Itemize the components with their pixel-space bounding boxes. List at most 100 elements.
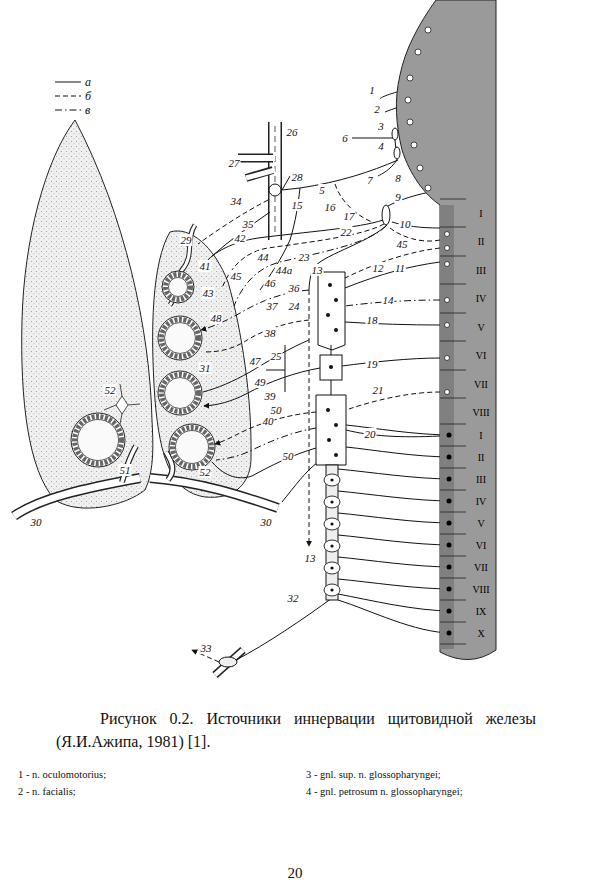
sympathetic-trunk <box>324 474 340 486</box>
blood-vessel <box>275 126 276 236</box>
segment-numeral: I <box>478 430 483 441</box>
nerve-fibre <box>201 290 309 330</box>
legend-letter: б <box>85 90 91 102</box>
blood-vessel <box>14 478 140 516</box>
callout-number: 49 <box>254 376 267 388</box>
nerve-fibre <box>266 345 285 392</box>
follicle <box>71 413 125 467</box>
legend-line-sample <box>55 93 81 99</box>
nerve-fibre <box>215 412 316 444</box>
segment-numeral: III <box>475 474 487 485</box>
segment-numeral: VI <box>475 540 488 551</box>
brainstem-spinal-cord <box>445 246 450 251</box>
callout-number: 15 <box>291 199 304 211</box>
callout-number: 42 <box>234 232 247 244</box>
nerve-fibre <box>345 248 440 278</box>
brainstem-spinal-cord <box>405 27 450 395</box>
nerve-fibre <box>282 160 398 190</box>
callout-number: 33 <box>200 642 213 654</box>
nerve-fibre <box>338 579 452 589</box>
callout-number: 45 <box>396 238 409 250</box>
nerve-fibre <box>335 184 372 222</box>
callout-number: 35 <box>242 218 255 230</box>
brainstem-spinal-cord <box>440 313 466 314</box>
callout-number: 50 <box>282 450 295 462</box>
nerve-fibre <box>212 212 270 256</box>
follicle <box>176 431 209 464</box>
brainstem-spinal-cord <box>440 490 466 491</box>
thyroid-lobe <box>22 120 251 508</box>
segment-numeral: II <box>477 452 486 463</box>
follicle <box>78 420 119 461</box>
brainstem-spinal-cord <box>440 644 466 645</box>
follicle <box>162 271 194 303</box>
callout-number: 7 <box>366 174 374 186</box>
nerve-fibre <box>212 448 316 478</box>
brainstem-spinal-cord <box>447 631 452 636</box>
brainstem-spinal-cord <box>440 398 466 399</box>
nerve-fibre <box>234 226 386 306</box>
nerve-fibre <box>352 138 394 139</box>
follicle <box>169 424 215 470</box>
brainstem-spinal-cord <box>405 97 411 103</box>
legend-line-sample <box>55 82 81 83</box>
brainstem-spinal-cord <box>440 578 466 579</box>
segment-numeral: II <box>477 236 486 247</box>
page-number: 20 <box>288 865 303 882</box>
callout-number: 1 <box>368 84 376 96</box>
brainstem-spinal-cord <box>440 205 454 649</box>
brainstem-spinal-cord <box>447 477 452 482</box>
brainstem-spinal-cord <box>440 256 466 257</box>
sympathetic-trunk <box>330 566 333 569</box>
callout-number: 46 <box>264 277 277 289</box>
brainstem-spinal-cord <box>440 512 466 513</box>
sympathetic-trunk <box>316 395 346 465</box>
footnote: 4 - gnl. petrosum n. glossopharyngei; <box>306 786 463 797</box>
follicle <box>169 278 188 297</box>
follicle <box>165 378 196 409</box>
callout-number: 52 <box>104 384 117 396</box>
brainstem-spinal-cord <box>447 565 452 570</box>
sympathetic-trunk <box>334 453 338 457</box>
legend-line-sample <box>55 96 81 97</box>
segment-numeral: IV <box>475 496 488 507</box>
brainstem-spinal-cord <box>425 185 431 191</box>
segment-numeral: VII <box>473 379 489 390</box>
brainstem-spinal-cord <box>447 455 452 460</box>
nerve-fibre <box>338 594 452 611</box>
sympathetic-trunk <box>324 540 340 552</box>
sympathetic-trunk <box>326 283 338 592</box>
callout-number: 41 <box>199 260 212 272</box>
segment-numeral: III <box>475 265 487 276</box>
nerve-fibre <box>204 368 320 406</box>
brainstem-spinal-cord <box>440 556 466 557</box>
brainstem-spinal-cord <box>445 390 450 395</box>
brainstem-spinal-cord <box>415 49 421 55</box>
callout-number: 23 <box>298 251 311 263</box>
callout-number: 11 <box>394 262 406 274</box>
brainstem-spinal-cord <box>447 433 452 636</box>
callout-number: 16 <box>324 201 337 213</box>
nerve-fibre <box>338 491 452 501</box>
nerve-fibre <box>346 425 452 435</box>
sympathetic-trunk <box>331 380 332 395</box>
callout-number: 37 <box>266 300 279 312</box>
callout-number: 48 <box>210 312 223 324</box>
brainstem-spinal-cord <box>447 499 452 504</box>
sympathetic-trunk <box>330 544 333 547</box>
follicle <box>71 413 125 467</box>
legend-line-sample <box>55 107 81 113</box>
sympathetic-trunk <box>324 562 340 574</box>
follicle <box>158 371 202 415</box>
callout-number: 18 <box>366 314 379 326</box>
brainstem-spinal-cord <box>440 199 466 200</box>
sympathetic-trunk <box>330 588 333 591</box>
legend-letter: а <box>85 76 91 88</box>
sympathetic-trunk <box>334 328 338 332</box>
callout-number: 52 <box>199 466 212 478</box>
callout-number: 25 <box>270 350 283 362</box>
callout-number: 44 <box>257 251 270 263</box>
callout-number: 2 <box>373 103 381 115</box>
segment-numeral: X <box>476 628 485 639</box>
thyroid-lobe <box>116 396 128 414</box>
